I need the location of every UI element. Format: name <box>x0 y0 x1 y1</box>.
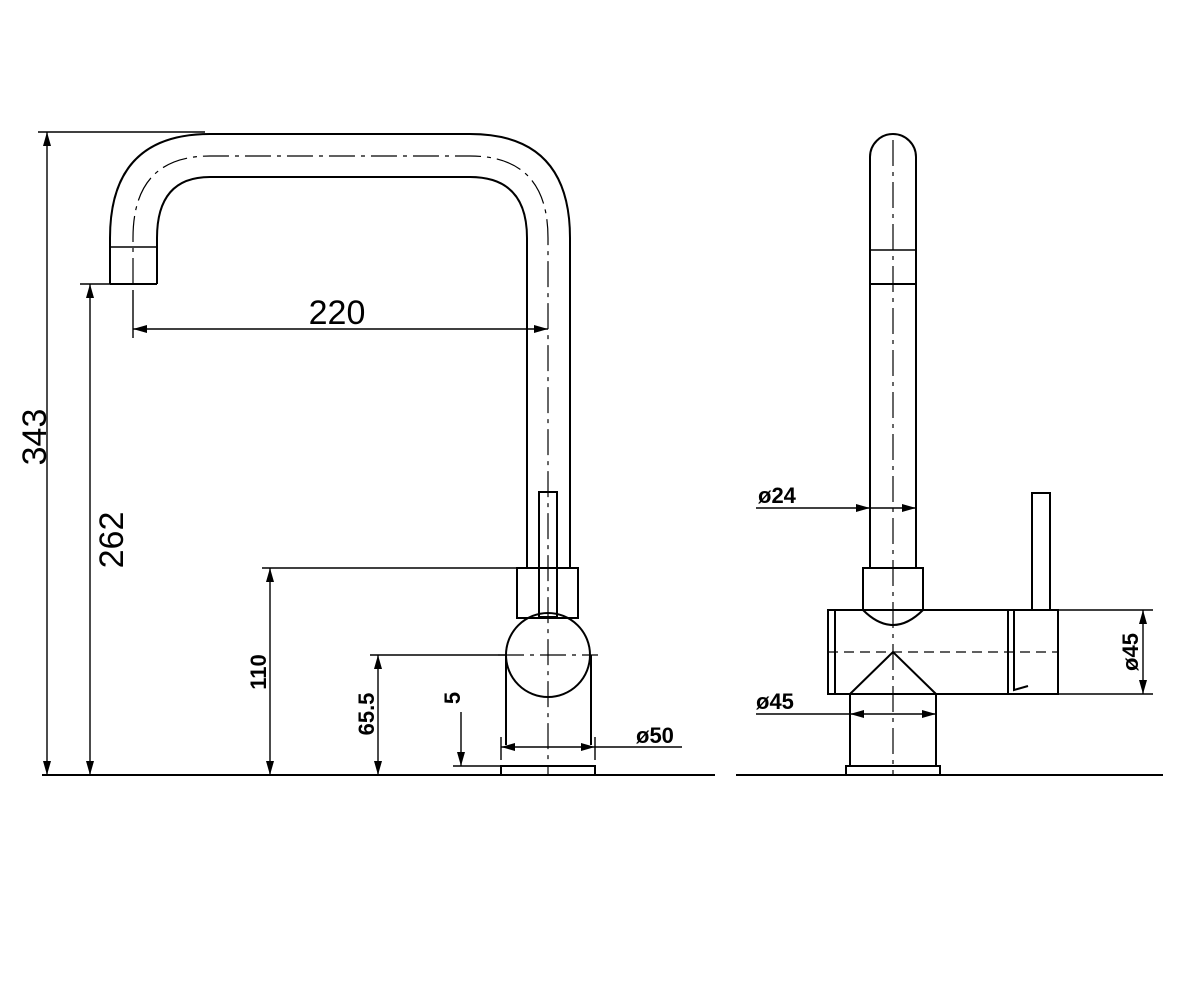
dim-343-label: 343 <box>16 409 54 466</box>
lever-handle <box>538 491 558 618</box>
dim-5-label: 5 <box>440 692 465 704</box>
dim-45-base-label: ø45 <box>756 689 794 714</box>
dim-110-label: 110 <box>246 654 271 690</box>
dim-45-body-label: ø45 <box>1118 633 1143 671</box>
front-view: 343 262 220 110 65.5 5 ø50 <box>16 131 715 776</box>
dim-65-5-label: 65.5 <box>354 693 379 736</box>
side-spout <box>869 133 917 568</box>
side-handle-bevel <box>1013 610 1029 692</box>
dim-50-label: ø50 <box>636 723 674 748</box>
side-v-intersection <box>849 650 937 695</box>
side-collar-curve <box>862 609 924 626</box>
spout-centerline <box>132 155 549 775</box>
spout-outer-contour <box>109 133 571 568</box>
dim-262-label: 262 <box>93 512 131 569</box>
side-lever <box>1031 492 1051 611</box>
dim-220-label: 220 <box>309 294 366 332</box>
base-plate <box>500 765 596 776</box>
side-base-plate <box>845 765 941 776</box>
spout-inner-contour <box>156 176 528 568</box>
dim-5-arrow <box>457 752 465 766</box>
side-view: ø24 ø45 ø45 <box>736 133 1163 776</box>
dim-24-label: ø24 <box>758 483 797 508</box>
dim-24-arrows <box>856 504 916 512</box>
dim-65-5-arrows <box>374 655 382 775</box>
